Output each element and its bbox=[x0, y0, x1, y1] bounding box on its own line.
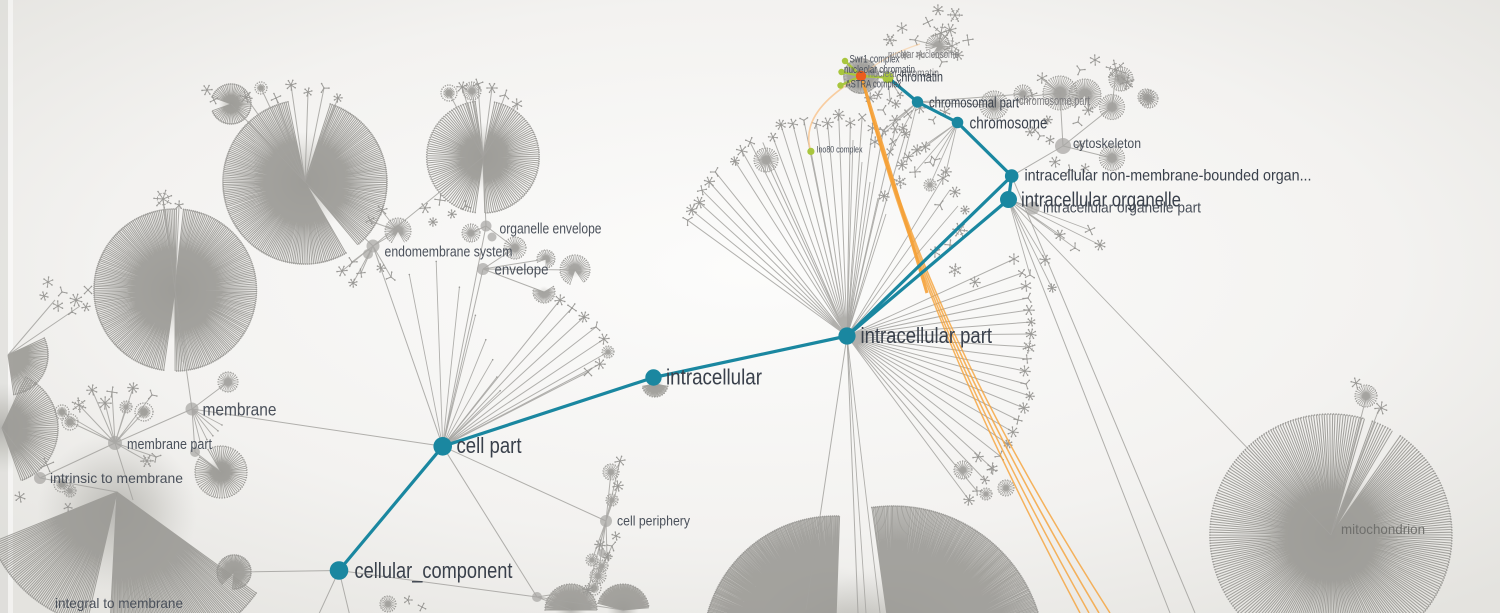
svg-text:chromatin: chromatin bbox=[896, 70, 943, 85]
svg-text:ASTRA complex: ASTRA complex bbox=[846, 79, 902, 91]
svg-text:membrane part: membrane part bbox=[127, 436, 213, 453]
svg-text:organelle envelope: organelle envelope bbox=[500, 222, 602, 238]
svg-text:chromosome part: chromosome part bbox=[1019, 93, 1090, 108]
svg-text:cell part: cell part bbox=[457, 433, 523, 458]
svg-text:integral to membrane: integral to membrane bbox=[55, 595, 183, 611]
svg-text:intracellular organelle: intracellular organelle bbox=[1021, 190, 1181, 212]
svg-text:Ino80 complex: Ino80 complex bbox=[817, 145, 863, 156]
svg-text:cell periphery: cell periphery bbox=[617, 514, 690, 529]
svg-text:intracellular: intracellular bbox=[666, 365, 762, 390]
svg-text:nuclear chromatin: nuclear chromatin bbox=[868, 66, 939, 80]
svg-text:membrane: membrane bbox=[203, 400, 277, 420]
svg-text:envelope: envelope bbox=[495, 262, 549, 279]
svg-text:mitochondrion: mitochondrion bbox=[1341, 521, 1425, 537]
svg-text:cellular_component: cellular_component bbox=[355, 558, 514, 583]
svg-text:Swr1 complex: Swr1 complex bbox=[850, 54, 900, 66]
svg-text:intracellular non-membrane-bou: intracellular non-membrane-bounded organ… bbox=[1025, 168, 1312, 185]
svg-text:nucleolar chromatin: nucleolar chromatin bbox=[844, 64, 915, 76]
svg-text:endomembrane system: endomembrane system bbox=[385, 245, 513, 261]
svg-text:chromosomal part: chromosomal part bbox=[929, 96, 1019, 112]
svg-text:nuclear nucleosome: nuclear nucleosome bbox=[888, 49, 959, 61]
svg-text:intracellular part: intracellular part bbox=[861, 323, 993, 348]
svg-text:cytoskeleton: cytoskeleton bbox=[1073, 135, 1141, 151]
svg-text:chromosome: chromosome bbox=[970, 115, 1048, 133]
svg-text:intrinsic to membrane: intrinsic to membrane bbox=[50, 470, 183, 486]
svg-text:intracellular organelle part: intracellular organelle part bbox=[1043, 201, 1201, 217]
